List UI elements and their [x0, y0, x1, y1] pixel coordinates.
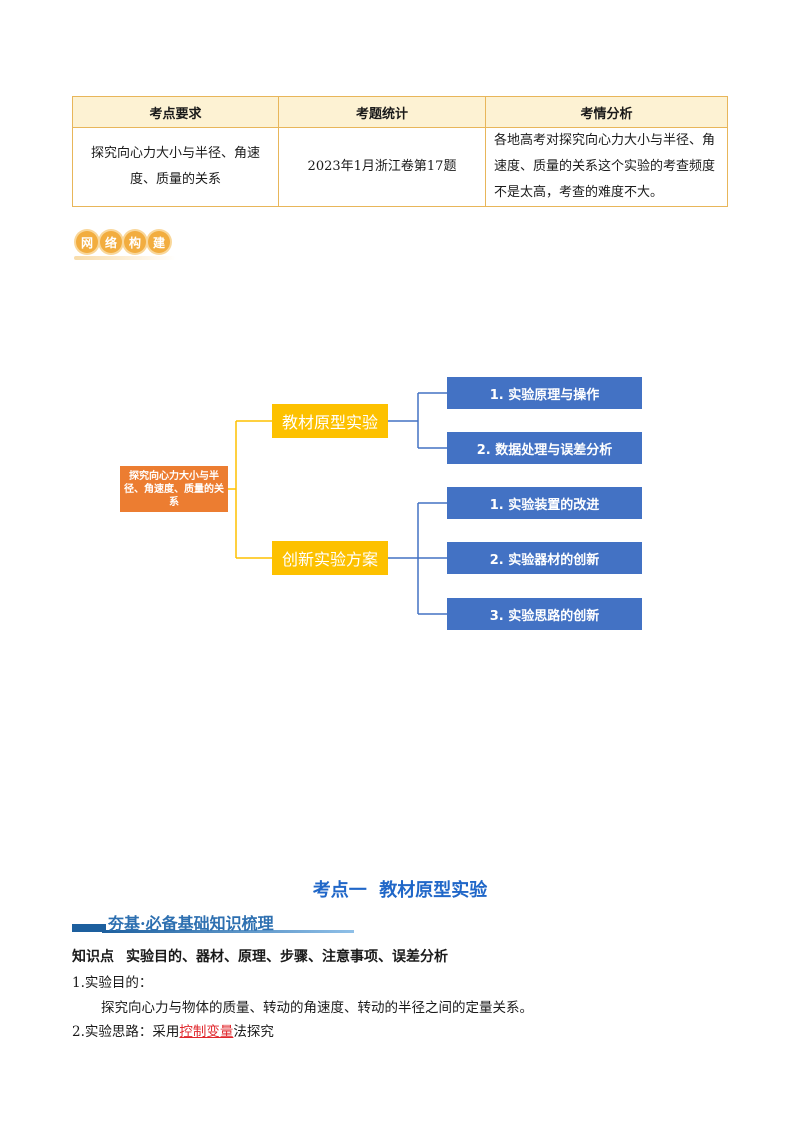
- section-title: 考点一 教材原型实验: [312, 880, 488, 901]
- exam-info-table: 考点要求 考题统计 考情分析 探究向心力大小与半径、角速度、质量的关系 2023…: [72, 96, 728, 207]
- table-header-requirement: 考点要求: [72, 96, 279, 128]
- mindmap-leaf: 2. 数据处理与误差分析: [447, 432, 642, 464]
- badge-char: 建: [148, 231, 170, 253]
- table-cell-statistics: 2023年1月浙江卷第17题: [278, 127, 486, 207]
- subhead-text: 夯基·必备基础知识梳理: [108, 914, 274, 933]
- mindmap-branch-innovation: 创新实验方案: [272, 541, 388, 575]
- mindmap-leaf: 1. 实验装置的改进: [447, 487, 642, 519]
- mindmap-leaf: 3. 实验思路的创新: [447, 598, 642, 630]
- branch1-connector: [388, 392, 447, 449]
- mindmap-branch-textbook: 教材原型实验: [272, 404, 388, 438]
- subhead-line: [102, 930, 354, 933]
- mindmap-leaf: 1. 实验原理与操作: [447, 377, 642, 409]
- approach-suffix: 法探究: [233, 1024, 274, 1040]
- paragraph-purpose-body: 探究向心力与物体的质量、转动的角速度、转动的半径之间的定量关系。: [101, 1000, 533, 1016]
- badge-char: 网: [76, 231, 98, 253]
- table-header-analysis: 考情分析: [485, 96, 728, 128]
- paragraph-approach: 2.实验思路：采用控制变量法探究: [72, 1020, 274, 1040]
- network-badge: 网 络 构 建: [76, 231, 170, 253]
- table-row: 探究向心力大小与半径、角速度、质量的关系 2023年1月浙江卷第17题 各地高考…: [72, 127, 728, 207]
- mindmap-leaf: 2. 实验器材的创新: [447, 542, 642, 574]
- badge-char: 构: [124, 231, 146, 253]
- table-header-statistics: 考题统计: [278, 96, 486, 128]
- root-connector: [228, 420, 272, 559]
- approach-prefix: 2.实验思路：采用: [72, 1024, 180, 1040]
- badge-underline: [74, 256, 176, 260]
- knowledge-point-title: 知识点实验目的、器材、原理、步骤、注意事项、误差分析: [72, 946, 448, 966]
- kp-text: 实验目的、器材、原理、步骤、注意事项、误差分析: [126, 949, 448, 965]
- badge-char: 络: [100, 231, 122, 253]
- mindmap-root: 探究向心力大小与半径、角速度、质量的关系: [120, 466, 228, 512]
- branch2-connector: [388, 502, 447, 615]
- subhead-banner: 夯基·必备基础知识梳理: [72, 910, 354, 936]
- approach-highlight: 控制变量: [179, 1024, 234, 1040]
- table-cell-analysis: 各地高考对探究向心力大小与半径、角速度、质量的关系这个实验的考查频度不是太高，考…: [485, 127, 728, 207]
- subhead-bar: [72, 924, 106, 932]
- kp-label: 知识点: [72, 949, 114, 965]
- paragraph-purpose-heading: 1.实验目的：: [72, 975, 153, 991]
- table-cell-requirement: 探究向心力大小与半径、角速度、质量的关系: [72, 127, 279, 207]
